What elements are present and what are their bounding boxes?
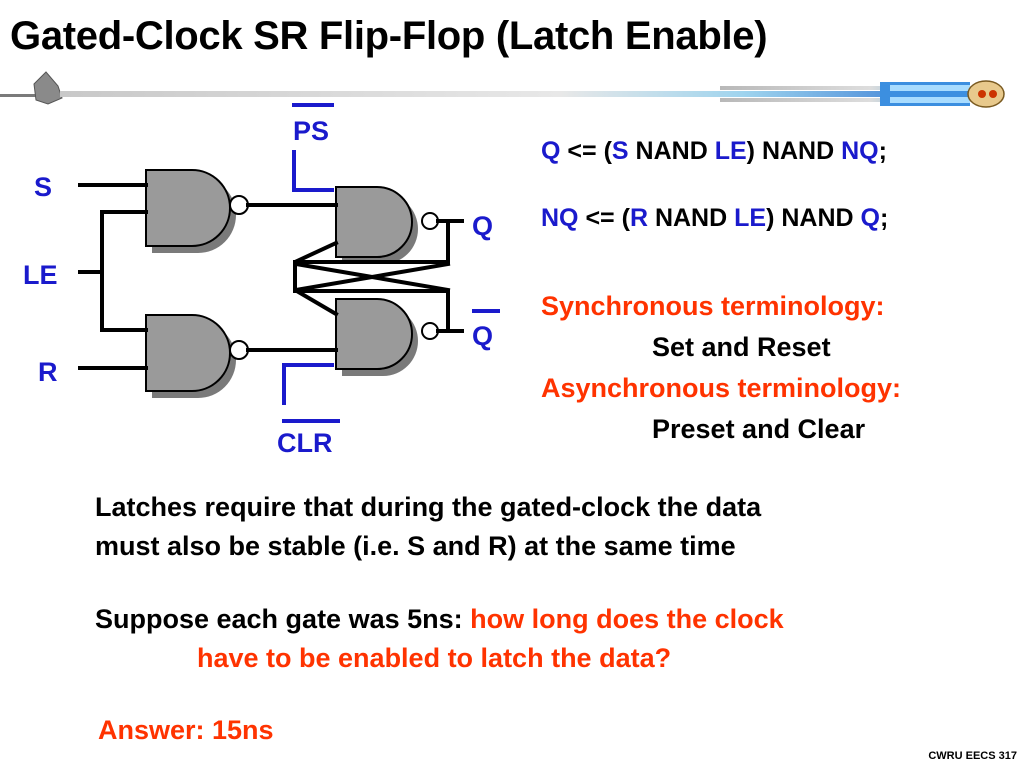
equation-nq: NQ <= (R NAND LE) NAND Q;: [541, 204, 889, 232]
label-ps: PS: [293, 116, 329, 146]
nand-gate-reset: [145, 314, 231, 392]
page-title: Gated-Clock SR Flip-Flop (Latch Enable): [10, 14, 768, 58]
label-q: Q: [472, 211, 493, 241]
nand-gate-q: [335, 186, 413, 258]
header-decoration: [0, 71, 1005, 108]
async-value: Preset and Clear: [652, 414, 866, 444]
footer-course: CWRU EECS 317: [928, 750, 1017, 762]
equation-q: Q <= (S NAND LE) NAND NQ;: [541, 137, 887, 165]
starship-icon: [33, 71, 63, 105]
async-heading: Asynchronous terminology:: [541, 373, 902, 403]
sync-heading: Synchronous terminology:: [541, 291, 885, 321]
label-r: R: [38, 357, 58, 387]
bubble-reset: [229, 340, 249, 360]
label-le: LE: [23, 260, 58, 290]
latches-note: Latches require that during the gated-cl…: [95, 492, 762, 561]
wiring: [78, 183, 464, 370]
nand-gate-set: [145, 169, 231, 247]
label-s: S: [34, 172, 52, 202]
async-lines: [282, 103, 500, 423]
bubble-set: [229, 195, 249, 215]
bubble-qbar: [421, 322, 439, 340]
label-qbar: Q: [472, 321, 493, 351]
label-clr: CLR: [277, 428, 333, 458]
answer: Answer: 15ns: [98, 715, 274, 745]
sync-value: Set and Reset: [652, 332, 831, 362]
nand-gate-qbar: [335, 298, 413, 370]
bubble-q: [421, 212, 439, 230]
question: Suppose each gate was 5ns: how long does…: [95, 604, 784, 673]
